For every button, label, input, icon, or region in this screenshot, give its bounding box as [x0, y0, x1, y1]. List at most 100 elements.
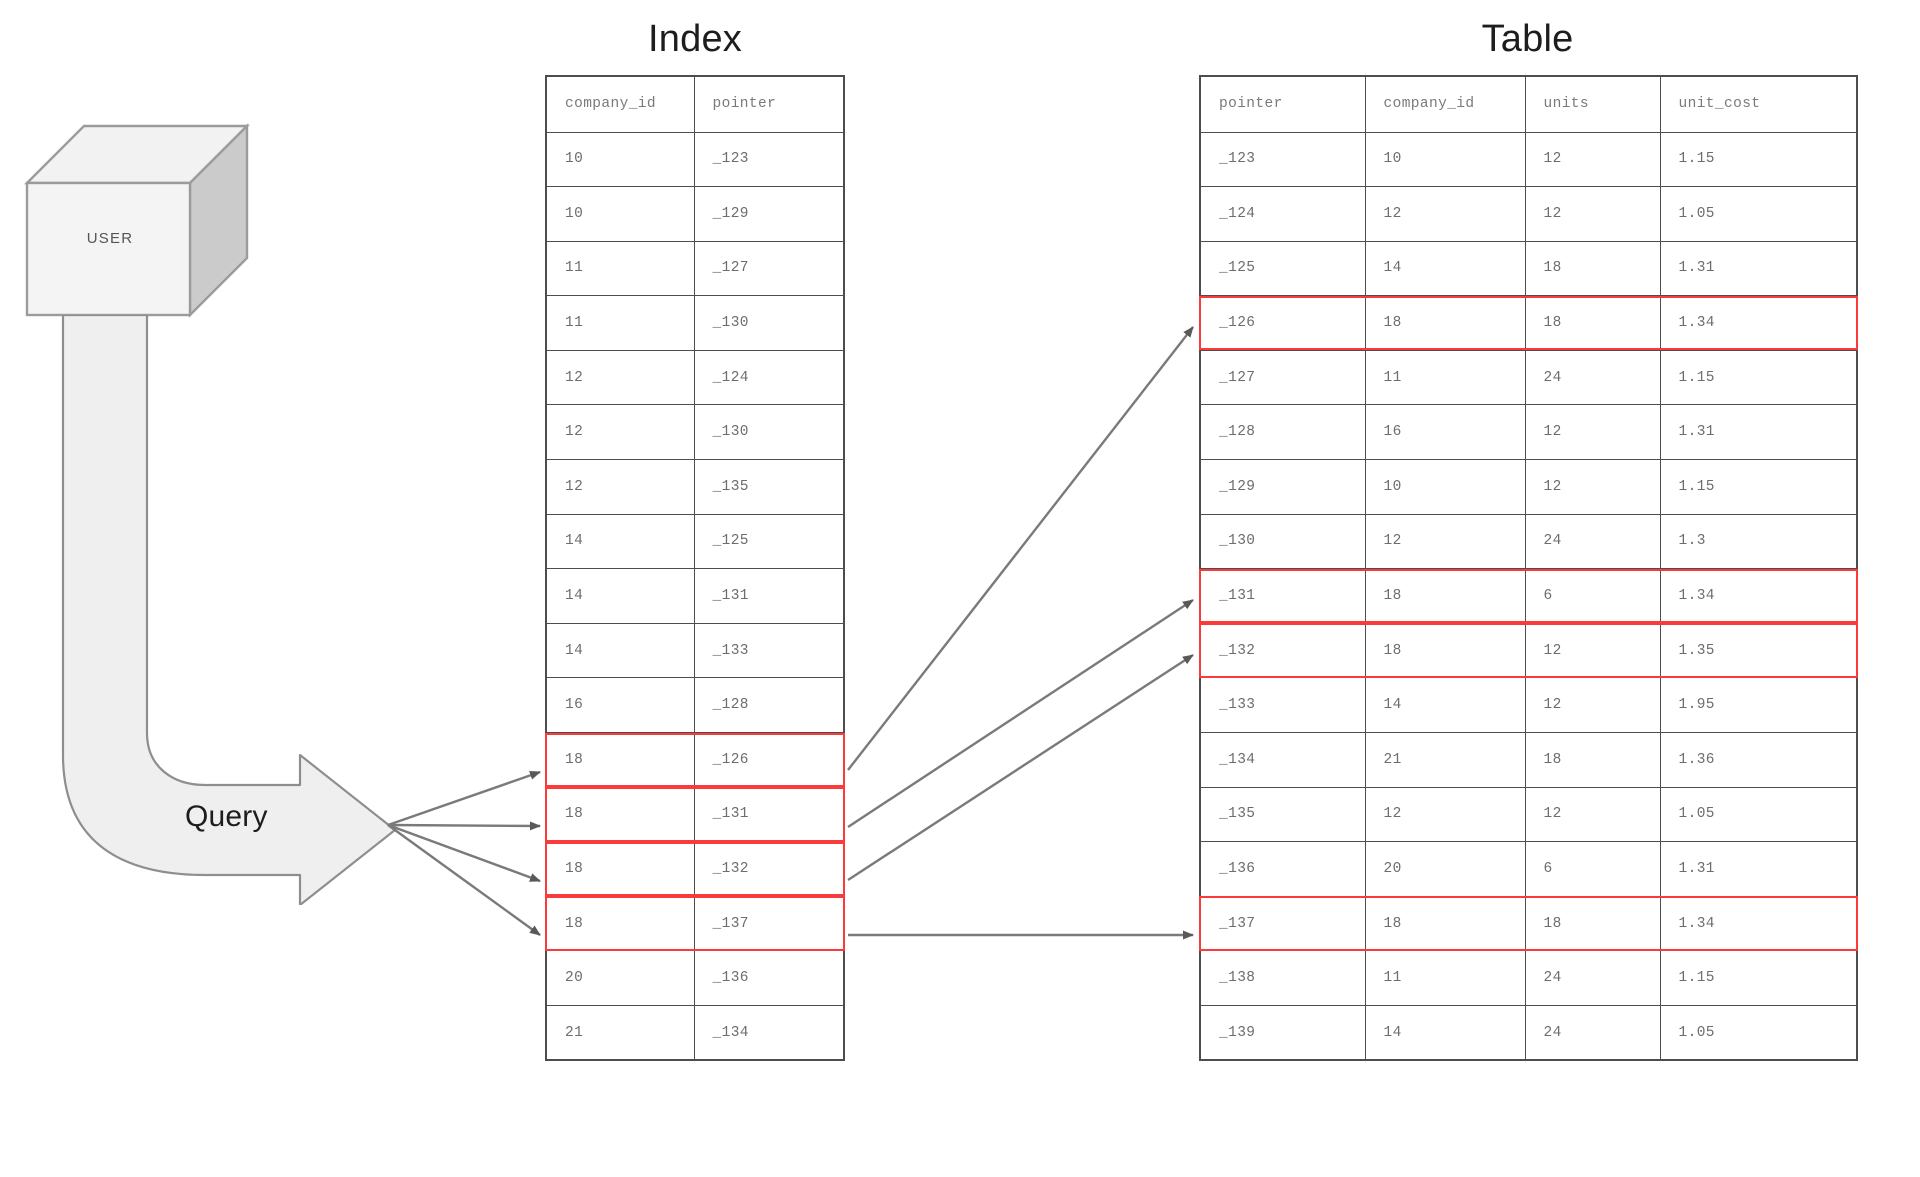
- index-table-row: 20_136: [545, 950, 845, 1006]
- index-table-row: 16_128: [545, 677, 845, 734]
- arrow-index-to-table-131: [847, 598, 1194, 829]
- index-table-row: 14_133: [545, 622, 845, 679]
- data-table-cell-units: 18: [1524, 895, 1661, 952]
- data-table-cell-unit-cost: 1.36: [1659, 732, 1858, 788]
- index-table-row: 11_127: [545, 240, 845, 297]
- data-table-cell-unit-cost: 1.34: [1659, 568, 1858, 624]
- data-table-cell-units: 18: [1524, 732, 1661, 788]
- data-table-cell-unit-cost: 1.05: [1659, 186, 1858, 242]
- index-table-cell-company-id: 11: [545, 295, 695, 351]
- index-table-cell-company-id: 16: [545, 677, 695, 734]
- query-arrow-label: Query: [185, 800, 268, 833]
- data-table-cell-pointer: _132: [1199, 622, 1366, 679]
- data-table-cell-pointer: _127: [1199, 349, 1366, 406]
- index-table-cell-pointer: _130: [693, 295, 845, 351]
- data-table-cell-units: 12: [1524, 677, 1661, 734]
- index-table-cell-company-id: 12: [545, 404, 695, 461]
- index-table-cell-pointer: _124: [693, 349, 845, 406]
- data-table-cell-company-id: 18: [1364, 295, 1526, 351]
- data-table-cell-pointer: _131: [1199, 568, 1366, 624]
- index-table-cell-company-id: 18: [545, 841, 695, 897]
- table-col-pointer: pointer: [1199, 75, 1366, 133]
- user-node-label: USER: [86, 230, 134, 247]
- index-table-cell-pointer: _126: [693, 732, 845, 788]
- table-col-company-id: company_id: [1364, 75, 1526, 133]
- index-title: Index: [648, 18, 742, 60]
- data-table-cell-company-id: 12: [1364, 786, 1526, 843]
- index-to-table-arrows: [847, 326, 1194, 940]
- data-table-cell-company-id: 10: [1364, 131, 1526, 188]
- index-table-cell-company-id: 11: [545, 240, 695, 297]
- data-table-cell-company-id: 18: [1364, 622, 1526, 679]
- index-table-row: 14_131: [545, 568, 845, 624]
- data-table-cell-company-id: 14: [1364, 240, 1526, 297]
- index-table-row: 14_125: [545, 513, 845, 570]
- data-table-cell-unit-cost: 1.31: [1659, 404, 1858, 461]
- query-block-arrow: [61, 315, 397, 905]
- data-table-cell-pointer: _128: [1199, 404, 1366, 461]
- data-table-cell-unit-cost: 1.35: [1659, 622, 1858, 679]
- data-table-cell-pointer: _139: [1199, 1005, 1366, 1061]
- arrow-query-to-index-132: [387, 823, 541, 883]
- index-table-cell-pointer: _128: [693, 677, 845, 734]
- index-table-row: 18_132: [545, 841, 845, 897]
- data-table-cell-unit-cost: 1.31: [1659, 240, 1858, 297]
- arrow-index-to-table-132: [847, 653, 1194, 882]
- data-table-cell-unit-cost: 1.05: [1659, 786, 1858, 843]
- index-table-cell-company-id: 12: [545, 349, 695, 406]
- data-table-cell-pointer: _129: [1199, 459, 1366, 515]
- data-table-cell-unit-cost: 1.3: [1659, 513, 1858, 570]
- data-table-cell-company-id: 14: [1364, 677, 1526, 734]
- data-table-cell-unit-cost: 1.95: [1659, 677, 1858, 734]
- index-table-cell-company-id: 18: [545, 786, 695, 843]
- data-table-cell-pointer: _123: [1199, 131, 1366, 188]
- index-table-row: 12_130: [545, 404, 845, 461]
- index-table-cell-company-id: 10: [545, 186, 695, 242]
- data-table-cell-company-id: 20: [1364, 841, 1526, 897]
- index-table-cell-pointer: _137: [693, 895, 845, 952]
- data-table-cell-pointer: _126: [1199, 295, 1366, 351]
- data-table-cell-unit-cost: 1.15: [1659, 950, 1858, 1006]
- table-col-unit-cost: unit_cost: [1659, 75, 1858, 133]
- index-table-row: 18_131: [545, 786, 845, 843]
- data-table-cell-company-id: 10: [1364, 459, 1526, 515]
- data-table-cell-units: 12: [1524, 622, 1661, 679]
- data-table-cell-units: 12: [1524, 404, 1661, 461]
- index-table-cell-pointer: _133: [693, 622, 845, 679]
- index-table-cell-pointer: _136: [693, 950, 845, 1006]
- table-col-units: units: [1524, 75, 1661, 133]
- user-node: [24, 123, 250, 318]
- index-table-row: 11_130: [545, 295, 845, 351]
- index-table-cell-pointer: _132: [693, 841, 845, 897]
- arrow-query-to-index-126: [387, 770, 541, 827]
- data-table-cell-pointer: _136: [1199, 841, 1366, 897]
- index-table-cell-pointer: _123: [693, 131, 845, 188]
- data-table-cell-units: 6: [1524, 568, 1661, 624]
- data-table-cell-company-id: 12: [1364, 513, 1526, 570]
- index-table-cell-company-id: 10: [545, 131, 695, 188]
- index-col-pointer: pointer: [693, 75, 845, 133]
- data-table-cell-units: 18: [1524, 295, 1661, 351]
- index-table-cell-pointer: _135: [693, 459, 845, 515]
- data-table-cell-units: 12: [1524, 459, 1661, 515]
- index-table-row: 18_126: [545, 732, 845, 788]
- data-table-cell-company-id: 18: [1364, 568, 1526, 624]
- index-table-cell-pointer: _134: [693, 1005, 845, 1061]
- index-table-cell-pointer: _130: [693, 404, 845, 461]
- data-table-cell-unit-cost: 1.15: [1659, 349, 1858, 406]
- index-table-cell-company-id: 21: [545, 1005, 695, 1061]
